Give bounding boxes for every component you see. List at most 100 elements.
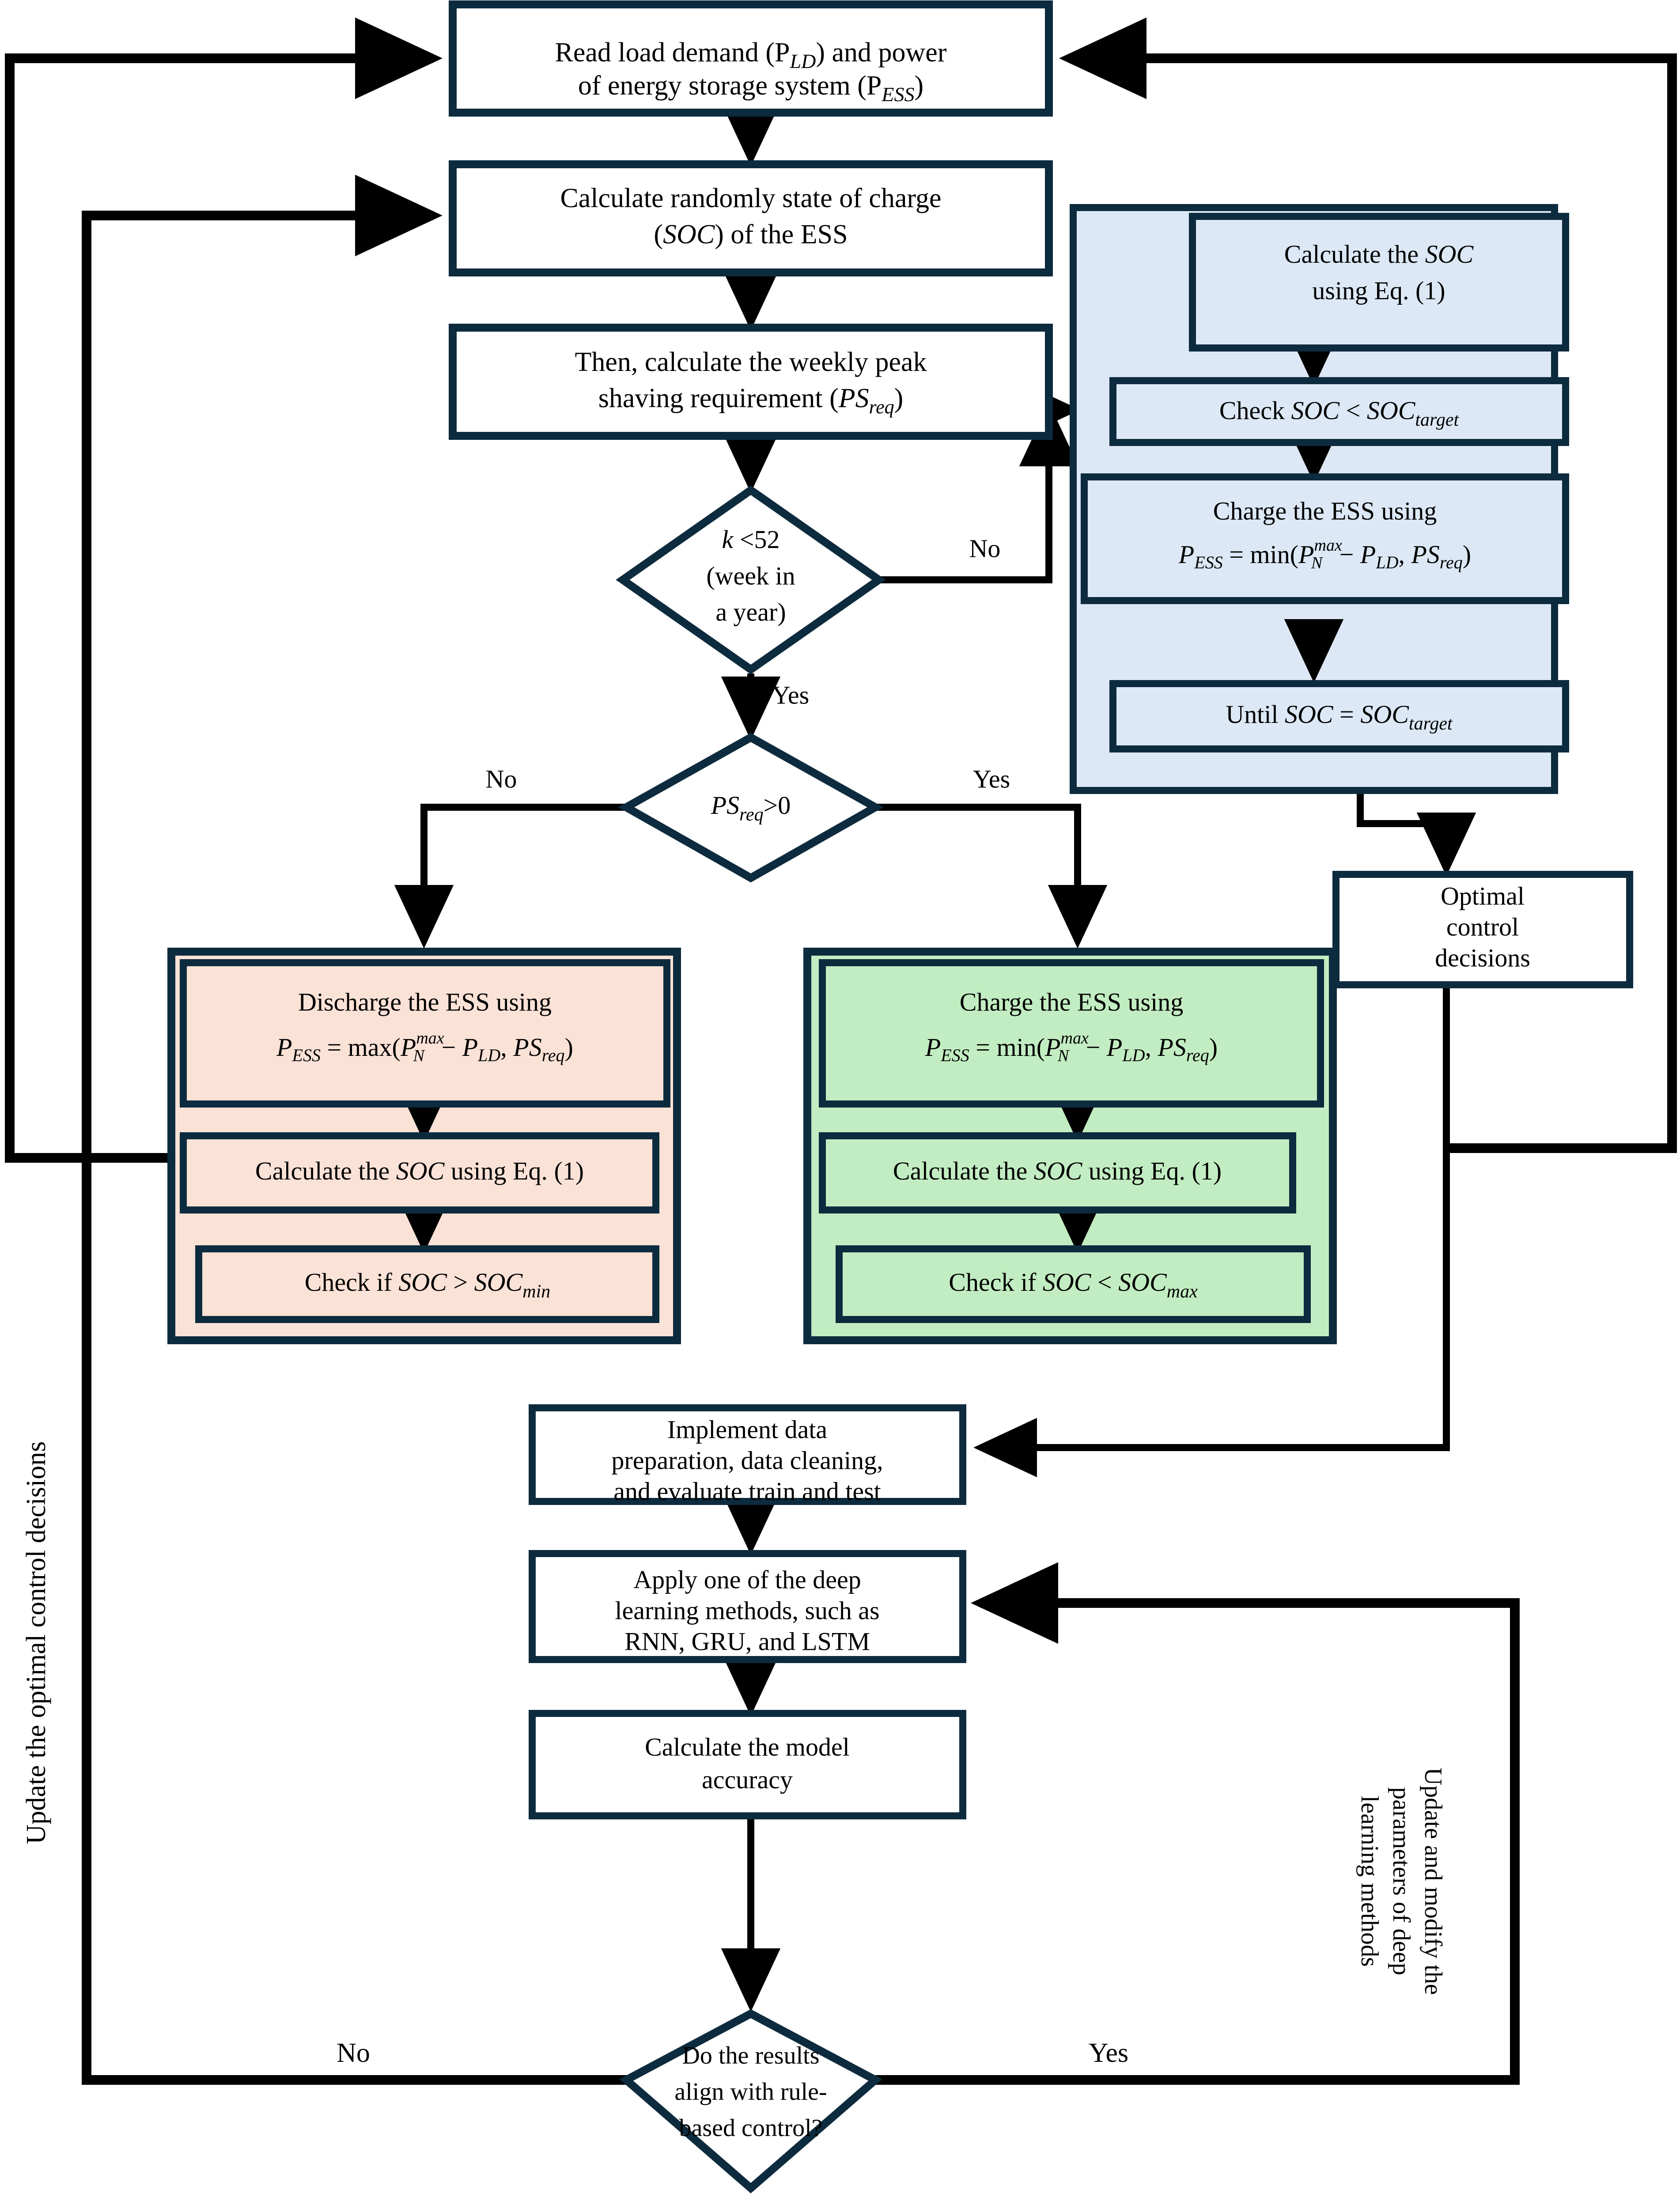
svg-text:Calculate the SOC: Calculate the SOC [1284, 240, 1474, 268]
calc-soc-line1: Calculate randomly state of charge [560, 183, 941, 213]
node-weekly-peak-shaving[interactable] [449, 324, 1053, 440]
label-ps-yes: Yes [973, 764, 1010, 793]
read-load-line1-a: Read load demand (P [555, 38, 790, 68]
green-eq-pld: P [1106, 1033, 1122, 1062]
blue-until-b: SOC [1360, 700, 1409, 729]
read-load-line2-a: of energy storage system (P [578, 71, 882, 101]
label-left-update-loop: Update the optimal control decisions [21, 1441, 51, 1845]
pink-check-b: SOC [474, 1268, 523, 1297]
svg-text:Check if SOC > SOCmin: Check if SOC > SOCmin [305, 1268, 550, 1301]
svg-text:of energy storage system (PESS: of energy storage system (PESS) [578, 71, 923, 105]
node-decision-results-align[interactable] [619, 2009, 882, 2193]
node-blue-calculate-soc-eq[interactable] [1189, 213, 1569, 352]
blue-eq-comma: , [1398, 540, 1411, 569]
node-apply-deep-learning[interactable] [529, 1550, 966, 1663]
blue-until-a: SOC [1285, 700, 1334, 729]
label-k-no: No [969, 534, 1001, 563]
pink-check-op: > [447, 1268, 474, 1297]
blue-eq-ps: PS [1411, 540, 1439, 569]
blue-calcsoc-l1a: Calculate the [1284, 240, 1425, 268]
node-calculate-accuracy[interactable] [529, 1710, 966, 1819]
green-charge-l1: Charge the ESS using [960, 987, 1183, 1016]
blue-eq-pnsub: N [1311, 554, 1324, 572]
weekly-peak-line1: Then, calculate the weekly peak [575, 347, 927, 377]
edge-ps-no-to-pink [394, 804, 627, 949]
pink-calc-post: using Eq. (1) [444, 1157, 584, 1185]
node-pink-discharge-ess[interactable] [180, 959, 670, 1108]
green-eq-psub: ESS [940, 1045, 969, 1065]
edge-blue-to-optimal [1357, 790, 1476, 876]
apply-l2: learning methods, such as [615, 1596, 879, 1625]
optimal-l3: decisions [1435, 943, 1530, 972]
node-blue-charge-ess[interactable] [1081, 473, 1569, 604]
node-green-calculate-soc[interactable] [819, 1132, 1296, 1214]
k-decision-l1a: k [722, 525, 734, 554]
blue-until-op: = [1333, 700, 1361, 729]
svg-text:Calculate the SOC using Eq. (1: Calculate the SOC using Eq. (1) [255, 1157, 584, 1185]
weekly-peak-ps: PS [838, 383, 869, 413]
node-calculate-soc-random[interactable] [449, 160, 1053, 276]
blue-eq-p: P [1178, 540, 1194, 569]
calc-soc-line2-b: SOC [663, 219, 715, 250]
green-check-b: SOC [1118, 1268, 1167, 1297]
ps-decision-tail: >0 [764, 791, 791, 820]
green-eq-pn: P [1044, 1033, 1060, 1062]
green-check-a: SOC [1043, 1268, 1092, 1297]
pink-eq-pnsup: max [416, 1029, 444, 1047]
node-decision-week[interactable] [616, 485, 886, 674]
node-green-check-soc-max[interactable] [836, 1245, 1311, 1323]
label-results-no: No [337, 2038, 370, 2068]
blue-check-op: < [1339, 396, 1367, 425]
blue-eq-minus: − [1333, 540, 1360, 569]
calc-soc-line2-a: ( [654, 219, 663, 250]
edge-ps-yes-to-green [875, 804, 1108, 949]
apply-l3: RNN, GRU, and LSTM [624, 1627, 870, 1656]
blue-check-pre: Check [1219, 396, 1291, 425]
blue-eq-pld: P [1360, 540, 1376, 569]
pink-check-a: SOC [398, 1268, 447, 1297]
svg-text:PSreq>0: PSreq>0 [711, 791, 791, 824]
green-check-op: < [1091, 1268, 1118, 1297]
blue-eq-psub: ESS [1194, 552, 1222, 572]
results-l1: Do the results [682, 2042, 819, 2069]
svg-text:k <52: k <52 [722, 525, 780, 554]
pink-eq-pn: P [400, 1033, 416, 1062]
pink-calc-a: SOC [396, 1157, 445, 1185]
node-pink-calculate-soc[interactable] [180, 1132, 659, 1214]
blue-until-sub: target [1409, 714, 1453, 734]
svg-text:Calculate the SOC using Eq. (1: Calculate the SOC using Eq. (1) [893, 1157, 1222, 1185]
green-eq-p: P [925, 1033, 941, 1062]
accuracy-l1: Calculate the model [645, 1732, 850, 1761]
read-load-sub2: ESS [881, 83, 914, 106]
node-optimal-control-decisions[interactable] [1332, 871, 1633, 988]
node-pink-check-soc-min[interactable] [195, 1245, 659, 1323]
edge-optimal-to-implement [973, 985, 1450, 1478]
node-blue-check-soc-target[interactable] [1109, 377, 1569, 446]
implement-l2: preparation, data cleaning, [611, 1446, 883, 1475]
blue-eq-pn: P [1298, 540, 1314, 569]
node-blue-until-soc-target[interactable] [1109, 680, 1569, 752]
svg-text:Until SOC = SOCtarget: Until SOC = SOCtarget [1226, 700, 1453, 733]
pink-eq-pldsub: LD [477, 1045, 500, 1065]
weekly-peak-sub: req [869, 396, 894, 418]
pink-eq-pnsub: N [413, 1047, 426, 1065]
right-loop-l1: Update and modify the [1419, 1768, 1447, 1995]
blue-check-b: SOC [1367, 396, 1416, 425]
right-loop-l3: learning methods [1356, 1796, 1383, 1966]
node-read-load-demand[interactable] [449, 0, 1053, 117]
ps-decision-sub: req [739, 805, 763, 825]
apply-l1: Apply one of the deep [633, 1565, 861, 1594]
svg-text:Check SOC < SOCtarget: Check SOC < SOCtarget [1219, 396, 1460, 430]
green-eq-close: ) [1209, 1033, 1218, 1062]
node-decision-psreq[interactable] [618, 733, 884, 883]
results-l3: based control? [679, 2114, 823, 2142]
node-green-charge-ess[interactable] [819, 959, 1324, 1108]
green-calc-post: using Eq. (1) [1082, 1157, 1222, 1185]
calc-soc-line2-c: ) of the ESS [715, 219, 848, 250]
pink-eq-pld: P [462, 1033, 478, 1062]
blue-check-a: SOC [1291, 396, 1340, 425]
k-decision-l3: a year) [715, 597, 786, 626]
node-implement-data[interactable] [529, 1404, 966, 1505]
